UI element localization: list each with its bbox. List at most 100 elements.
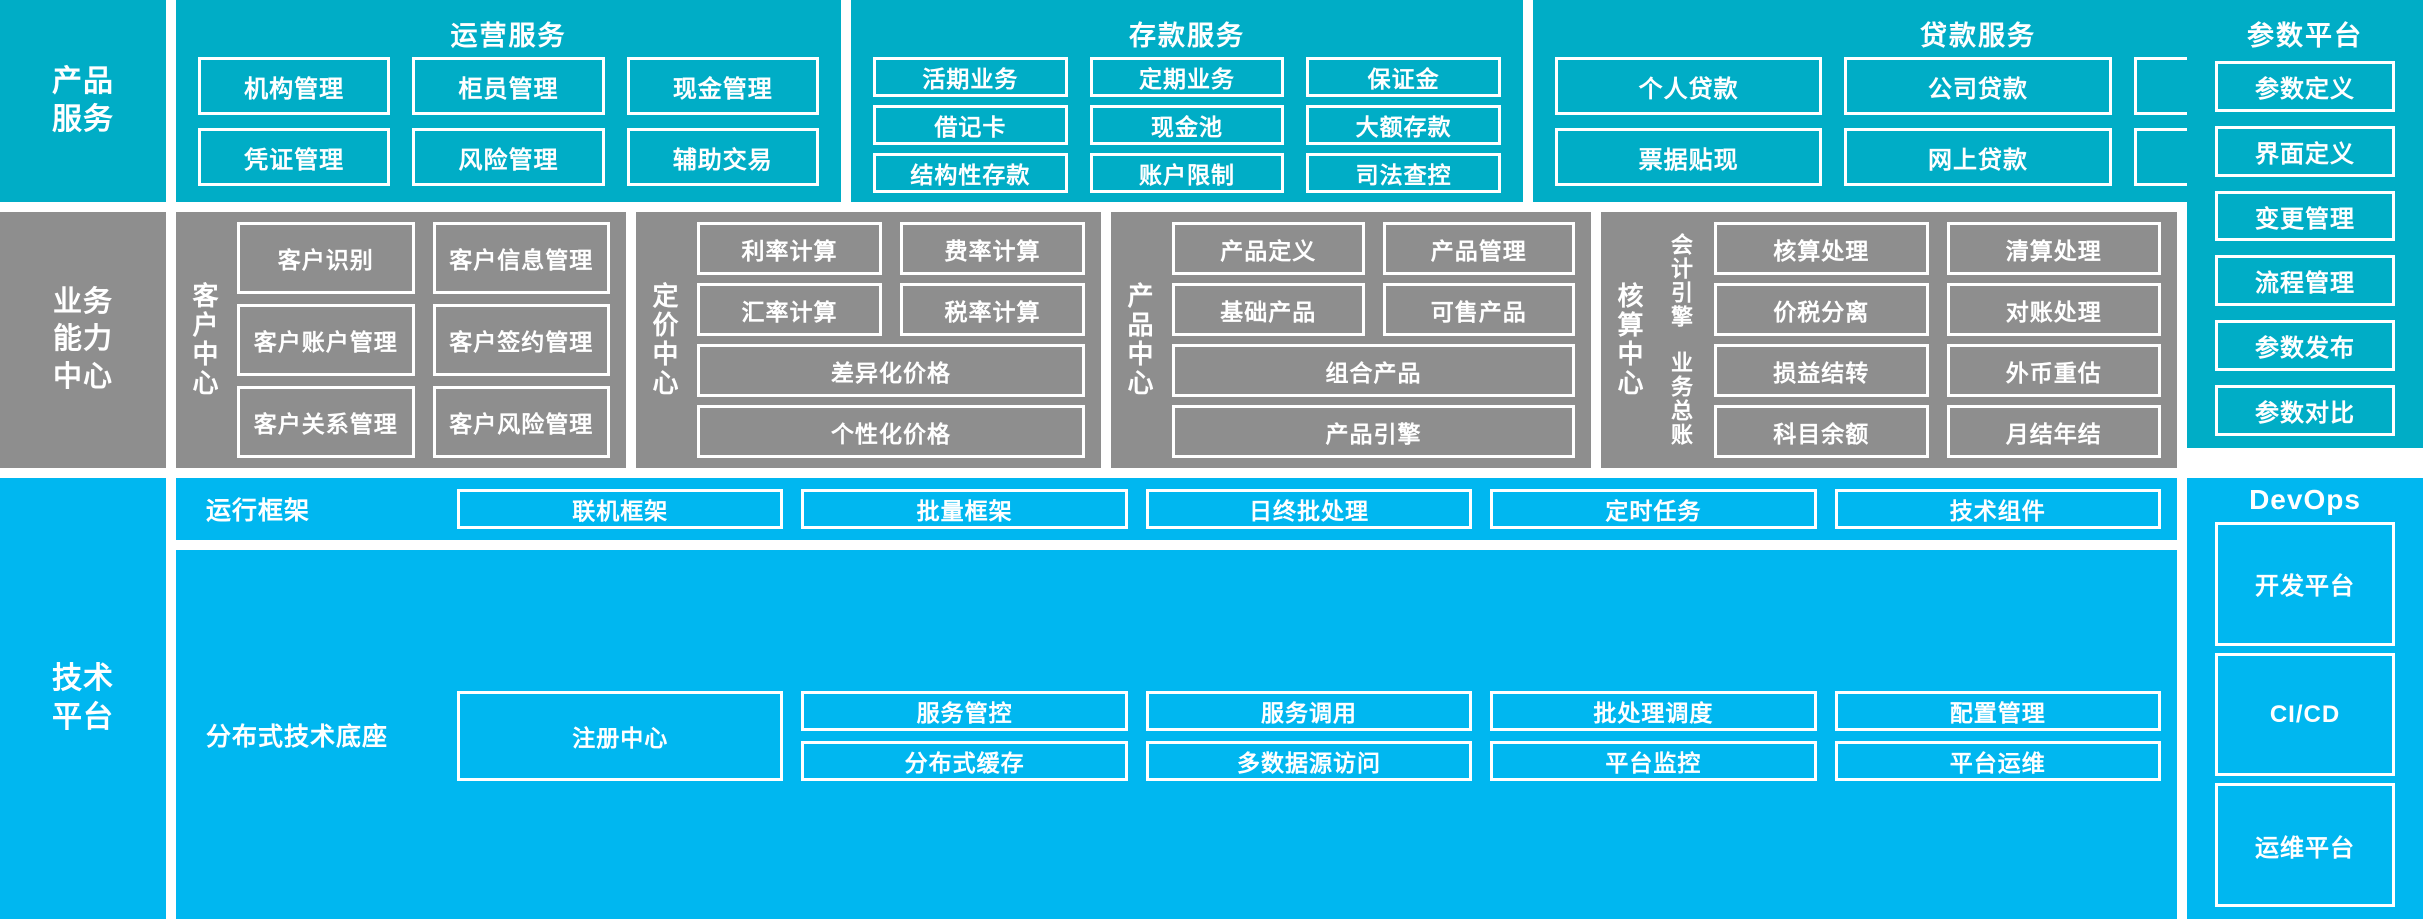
service-box-structured-deposit[interactable]: 结构性存款	[873, 153, 1068, 193]
service-box-auxiliary-transaction[interactable]: 辅助交易	[626, 128, 819, 186]
devops-box-development-platform[interactable]: 开发平台	[2215, 522, 2395, 646]
capability-box-customer-info-management[interactable]: 客户信息管理	[432, 222, 610, 294]
panel-title-loan-services: 贷款服务	[1920, 21, 2036, 51]
tech-box-technical-component[interactable]: 技术组件	[1834, 489, 2161, 529]
parameter-platform-list: 参数定义 界面定义 变更管理 流程管理 参数发布 参数对比	[2187, 57, 2423, 436]
technical-platform-bands: 运行框架 联机框架 批量框架 日终批处理 定时任务 技术组件 分布式技术底座 注…	[176, 478, 2177, 919]
panel-parameter-platform: 参数平台 参数定义 界面定义 变更管理 流程管理 参数发布 参数对比	[2187, 0, 2423, 448]
capability-box-tax-rate-calculation[interactable]: 税率计算	[900, 283, 1085, 336]
service-box-time-deposit[interactable]: 定期业务	[1089, 57, 1285, 97]
tech-box-registry-center[interactable]: 注册中心	[457, 690, 784, 781]
service-box-cash-pool[interactable]: 现金池	[1089, 105, 1285, 145]
service-box-margin-deposit[interactable]: 保证金	[1306, 57, 1501, 97]
layer-label-business-capability-line3: 中心	[52, 360, 113, 393]
deposit-services-grid: 活期业务 定期业务 保证金 借记卡 现金池 大额存款 结构性存款 账户限制 司法…	[851, 57, 1523, 203]
service-box-cash-management[interactable]: 现金管理	[626, 57, 819, 115]
tech-box-online-framework[interactable]: 联机框架	[457, 489, 784, 529]
param-box-parameter-definition[interactable]: 参数定义	[2215, 61, 2395, 112]
tech-band-runtime-framework: 运行框架 联机框架 批量框架 日终批处理 定时任务 技术组件	[176, 478, 2177, 540]
service-box-org-management[interactable]: 机构管理	[198, 57, 391, 115]
capability-box-accounting-processing[interactable]: 核算处理	[1714, 222, 1929, 275]
layer-label-technical-platform-line1: 技术	[52, 662, 114, 696]
layer-label-technical-platform: 技术 平台	[0, 478, 166, 919]
center-accounting: 核算中心 会计引擎 业务总账 核算处理 清算处理 价税分离 对账处理 损益结转 …	[1601, 212, 2177, 468]
capability-box-clearing-processing[interactable]: 清算处理	[1946, 222, 2161, 275]
tech-band-label-runtime-framework: 运行框架	[206, 497, 311, 525]
capability-box-customer-account-management[interactable]: 客户账户管理	[237, 304, 415, 376]
service-box-voucher-management[interactable]: 凭证管理	[198, 128, 391, 186]
capability-box-product-engine[interactable]: 产品引擎	[1172, 405, 1575, 458]
capability-box-customer-risk-management[interactable]: 客户风险管理	[432, 386, 610, 458]
center-product-grid: 产品定义 产品管理 基础产品 可售产品 组合产品 产品引擎	[1172, 222, 1575, 458]
service-box-risk-management[interactable]: 风险管理	[412, 128, 605, 186]
center-customer-grid: 客户识别 客户信息管理 客户账户管理 客户签约管理 客户关系管理 客户风险管理	[237, 222, 610, 458]
capability-box-month-year-end-closing[interactable]: 月结年结	[1946, 405, 2161, 458]
capability-box-profit-loss-carryforward[interactable]: 损益结转	[1714, 344, 1929, 397]
service-box-bill-discount[interactable]: 票据贴现	[1555, 128, 1823, 186]
devops-box-cicd[interactable]: CI/CD	[2215, 652, 2395, 777]
capability-box-sellable-product[interactable]: 可售产品	[1382, 283, 1575, 336]
tech-box-configuration-management[interactable]: 配置管理	[1834, 690, 2161, 731]
devops-list: 开发平台 CI/CD 运维平台	[2215, 522, 2395, 908]
service-box-teller-management[interactable]: 柜员管理	[412, 57, 605, 115]
capability-box-foreign-currency-revaluation[interactable]: 外币重估	[1946, 344, 2161, 397]
param-box-change-management[interactable]: 变更管理	[2215, 190, 2395, 242]
service-box-debit-card[interactable]: 借记卡	[873, 105, 1068, 145]
param-box-parameter-release[interactable]: 参数发布	[2215, 320, 2395, 372]
tech-box-service-invocation[interactable]: 服务调用	[1145, 690, 1473, 731]
service-box-personal-loan[interactable]: 个人贷款	[1555, 57, 1823, 115]
panel-title-devops: DevOps	[2249, 484, 2361, 515]
service-box-demand-deposit[interactable]: 活期业务	[873, 57, 1068, 97]
capability-box-customer-relationship-management[interactable]: 客户关系管理	[237, 386, 415, 458]
capability-box-customer-contract-management[interactable]: 客户签约管理	[432, 304, 610, 376]
tech-box-distributed-cache[interactable]: 分布式缓存	[801, 740, 1128, 781]
center-product: 产品中心 产品定义 产品管理 基础产品 可售产品 组合产品 产品引擎	[1111, 212, 1591, 468]
product-services-row: 产品 服务 运营服务 机构管理 柜员管理 现金管理 凭证管理 风险管理 辅助交易…	[0, 0, 2423, 202]
tech-box-batch-framework[interactable]: 批量框架	[801, 489, 1128, 529]
tech-box-scheduled-task[interactable]: 定时任务	[1490, 489, 1817, 529]
service-box-large-deposit[interactable]: 大额存款	[1306, 105, 1501, 145]
capability-box-customer-identification[interactable]: 客户识别	[237, 222, 415, 294]
center-pricing-grid: 利率计算 费率计算 汇率计算 税率计算 差异化价格 个性化价格	[697, 222, 1085, 458]
service-box-judicial-freeze[interactable]: 司法查控	[1306, 153, 1501, 193]
technical-platform-row: 技术 平台 运行框架 联机框架 批量框架 日终批处理 定时任务 技术组件 分布式…	[0, 478, 2423, 919]
capability-box-reconciliation-processing[interactable]: 对账处理	[1946, 283, 2161, 336]
param-box-process-management[interactable]: 流程管理	[2215, 255, 2395, 307]
center-customer: 客户中心 客户识别 客户信息管理 客户账户管理 客户签约管理 客户关系管理 客户…	[176, 212, 626, 468]
accounting-subgroup-labels: 会计引擎 业务总账	[1658, 222, 1702, 458]
layer-label-business-capability-line1: 业务	[52, 286, 113, 319]
center-label-product: 产品中心	[1124, 282, 1154, 398]
capability-box-differentiated-pricing[interactable]: 差异化价格	[697, 344, 1085, 397]
param-box-parameter-compare[interactable]: 参数对比	[2215, 385, 2395, 436]
param-box-interface-definition[interactable]: 界面定义	[2215, 125, 2395, 177]
service-box-account-restriction[interactable]: 账户限制	[1089, 153, 1285, 193]
capability-box-interest-rate-calculation[interactable]: 利率计算	[697, 222, 882, 275]
capability-box-fee-rate-calculation[interactable]: 费率计算	[900, 222, 1085, 275]
tech-box-end-of-day-batch[interactable]: 日终批处理	[1145, 489, 1473, 529]
panel-devops: DevOps 开发平台 CI/CD 运维平台	[2187, 478, 2423, 919]
tech-box-multi-datasource-access[interactable]: 多数据源访问	[1145, 740, 1473, 781]
service-box-online-loan[interactable]: 网上贷款	[1844, 128, 2112, 186]
devops-box-operations-platform[interactable]: 运维平台	[2215, 783, 2395, 908]
tech-box-platform-operations[interactable]: 平台运维	[1834, 740, 2161, 781]
tech-box-platform-monitoring[interactable]: 平台监控	[1490, 740, 1817, 781]
capability-box-exchange-rate-calculation[interactable]: 汇率计算	[697, 283, 882, 336]
operation-services-grid: 机构管理 柜员管理 现金管理 凭证管理 风险管理 辅助交易	[176, 57, 841, 202]
layer-label-product-services: 产品 服务	[0, 0, 166, 202]
tech-band-distributed-base: 分布式技术底座 注册中心 服务管控 服务调用 批处理调度 配置管理 分布式缓存 …	[176, 550, 2177, 919]
capability-box-price-tax-separation[interactable]: 价税分离	[1714, 283, 1929, 336]
tech-box-service-governance[interactable]: 服务管控	[801, 690, 1128, 731]
capability-box-product-management[interactable]: 产品管理	[1382, 222, 1575, 275]
capability-box-personalized-pricing[interactable]: 个性化价格	[697, 405, 1085, 458]
service-box-corporate-loan[interactable]: 公司贷款	[1844, 57, 2112, 115]
capability-box-product-definition[interactable]: 产品定义	[1172, 222, 1365, 275]
layer-label-technical-platform-line2: 平台	[52, 700, 114, 734]
accounting-inner: 会计引擎 业务总账 核算处理 清算处理 价税分离 对账处理 损益结转 外币重估 …	[1658, 222, 2161, 458]
capability-box-combined-product[interactable]: 组合产品	[1172, 344, 1575, 397]
center-pricing: 定价中心 利率计算 费率计算 汇率计算 税率计算 差异化价格 个性化价格	[636, 212, 1101, 468]
panel-title-deposit-services: 存款服务	[1129, 21, 1245, 51]
capability-box-account-balance[interactable]: 科目余额	[1714, 405, 1929, 458]
tech-box-batch-scheduling[interactable]: 批处理调度	[1490, 690, 1817, 731]
capability-box-base-product[interactable]: 基础产品	[1172, 283, 1365, 336]
center-accounting-grid: 核算处理 清算处理 价税分离 对账处理 损益结转 外币重估 科目余额 月结年结	[1714, 222, 2161, 458]
